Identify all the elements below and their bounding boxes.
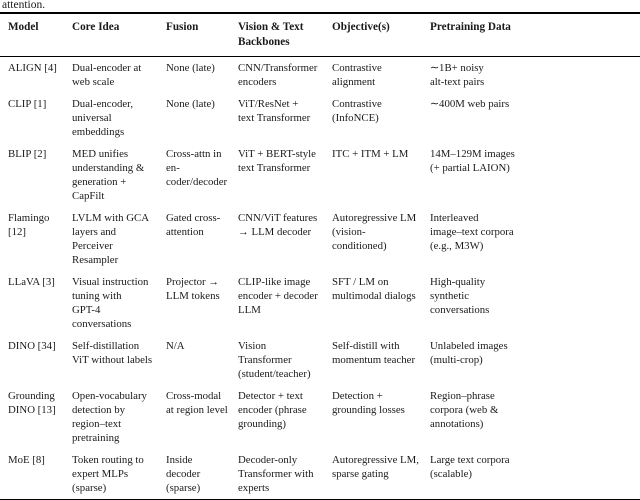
cell-pretraining: ∼400M web pairs [430,98,510,110]
cell-pretraining: High-quality synthetic conversations [430,276,490,316]
cell-model: Flamingo [12] [8,212,50,238]
cell-core-idea: Open-vocabulary detection by region–text… [72,390,147,444]
cell-core-idea: MED unifies understanding & generation +… [72,148,145,202]
table-row-moe: MoE [8] Token routing to expert MLPs (sp… [0,449,640,500]
cell-backbones: ViT + BERT-style text Transformer [238,148,316,174]
cell-pretraining: Large text corpora (scalable) [430,454,510,480]
cell-objectives: Autoregressive LM, sparse gating [332,454,419,480]
column-header-pretraining-data: Pretraining Data [430,13,640,57]
table-row-flamingo: Flamingo [12] LVLM with GCA layers and P… [0,207,640,271]
cell-backbones: Detector + text encoder (phrase groundin… [238,390,307,430]
column-header-objectives: Objective(s) [332,13,430,57]
cell-core-idea: Visual instruction tuning with GPT-4 con… [72,276,149,330]
cell-pretraining: Unlabeled images (multi-crop) [430,340,508,366]
column-header-fusion: Fusion [166,13,238,57]
cell-backbones: CNN/Transformer encoders [238,62,318,88]
cell-fusion: Cross-attn in en- coder/decoder [166,148,228,188]
cell-objectives: Autoregressive LM (vision- conditioned) [332,212,417,252]
cell-backbones: Decoder-only Transformer with experts [238,454,314,494]
cell-model: CLIP [1] [8,98,47,110]
cell-fusion: None (late) [166,62,215,74]
cell-core-idea: LVLM with GCA layers and Perceiver Resam… [72,212,149,266]
model-comparison-table: Model Core Idea Fusion Vision & Text Bac… [0,12,640,500]
cell-objectives: Contrastive (InfoNCE) [332,98,382,124]
cell-backbones: CLIP-like image encoder + decoder LLM [238,276,318,316]
table-row-clip: CLIP [1] Dual-encoder, universal embeddi… [0,93,640,143]
cell-core-idea: Token routing to expert MLPs (sparse) [72,454,144,494]
cell-core-idea: Dual-encoder at web scale [72,62,142,88]
table-header-row: Model Core Idea Fusion Vision & Text Bac… [0,13,640,57]
cell-fusion: Gated cross- attention [166,212,221,238]
cell-backbones: CNN/ViT features → LLM decoder [238,212,318,238]
column-header-model: Model [0,13,72,57]
cell-pretraining: ∼1B+ noisy alt-text pairs [430,62,485,88]
cell-fusion: None (late) [166,98,215,110]
cell-pretraining: Interleaved image–text corpora (e.g., M3… [430,212,514,252]
cell-objectives: Detection + grounding losses [332,390,405,416]
cell-fusion: Inside decoder (sparse) [166,454,201,494]
cell-fusion: Cross-modal at region level [166,390,228,416]
cell-backbones: Vision Transformer (student/teacher) [238,340,311,380]
cell-fusion: N/A [166,340,185,352]
table-row-align: ALIGN [4] Dual-encoder at web scale None… [0,57,640,94]
table-row-dino: DINO [34] Self-distillation ViT without … [0,335,640,385]
cell-objectives: Contrastive alignment [332,62,382,88]
column-header-core-idea: Core Idea [72,13,166,57]
cell-core-idea: Dual-encoder, universal embeddings [72,98,134,138]
cell-pretraining: 14M–129M images (+ partial LAION) [430,148,515,174]
table-row-grounding-dino: Grounding DINO [13] Open-vocabulary dete… [0,385,640,449]
table-row-llava: LLaVA [3] Visual instruction tuning with… [0,271,640,335]
table-caption-fragment: attention. [2,0,46,11]
table-row-blip: BLIP [2] MED unifies understanding & gen… [0,143,640,207]
cell-model: BLIP [2] [8,148,47,160]
cell-objectives: SFT / LM on multimodal dialogs [332,276,416,302]
cell-model: LLaVA [3] [8,276,55,288]
cell-backbones: ViT/ResNet + text Transformer [238,98,311,124]
cell-objectives: ITC + ITM + LM [332,148,409,160]
cell-model: DINO [34] [8,340,56,352]
cell-model: ALIGN [4] [8,62,57,74]
cell-fusion: Projector → LLM tokens [166,276,220,302]
cell-pretraining: Region–phrase corpora (web & annotations… [430,390,499,430]
cell-objectives: Self-distill with momentum teacher [332,340,416,366]
cell-model: MoE [8] [8,454,45,466]
cell-model: Grounding DINO [13] [8,390,56,416]
column-header-backbones: Vision & Text Backbones [238,13,332,57]
cell-core-idea: Self-distillation ViT without labels [72,340,153,366]
